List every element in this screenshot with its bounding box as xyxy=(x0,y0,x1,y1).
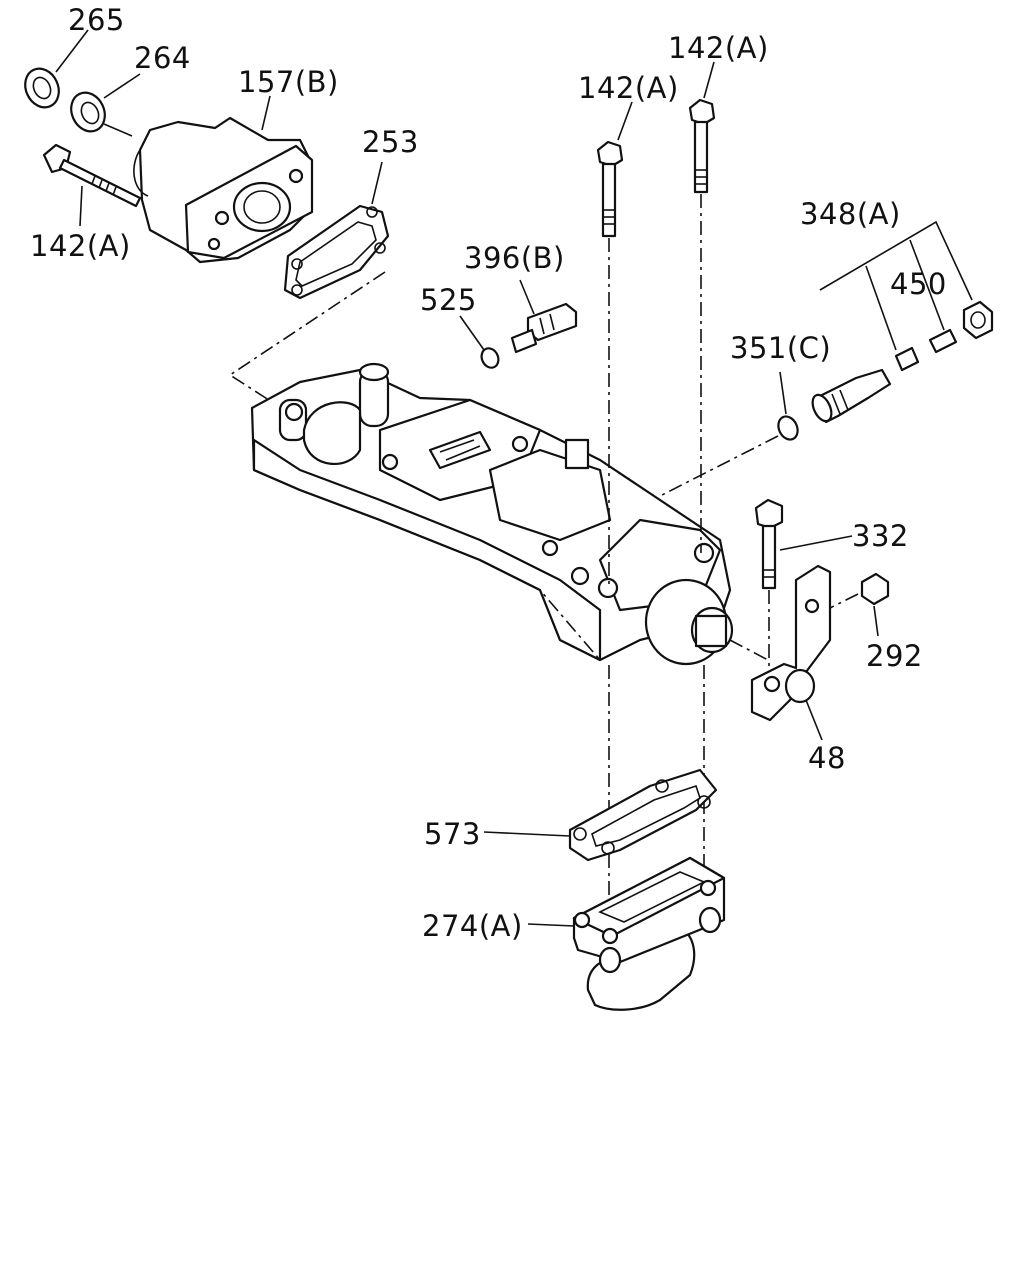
callout-292: 292 xyxy=(866,639,923,673)
callout-396b: 396(B) xyxy=(464,241,565,275)
callout-264: 264 xyxy=(134,41,191,75)
callout-142a-mid: 142(A) xyxy=(578,71,679,105)
seal-264 xyxy=(70,91,106,133)
bolt-332 xyxy=(754,498,784,590)
gasket-253 xyxy=(283,204,390,300)
spring-450 xyxy=(894,346,920,372)
callout-142a-top: 142(A) xyxy=(668,31,769,65)
bolt-142a-top xyxy=(688,98,716,194)
valve-body xyxy=(250,362,734,666)
nut-348a xyxy=(962,300,994,340)
callout-351c: 351(C) xyxy=(730,331,831,365)
callout-525: 525 xyxy=(420,283,477,317)
bolt-142a-left xyxy=(42,143,142,208)
callout-274a: 274(A) xyxy=(422,909,523,943)
sensor-396b xyxy=(510,302,578,354)
actuator-157b xyxy=(133,116,314,264)
fitting-348a xyxy=(811,368,892,424)
callout-157b: 157(B) xyxy=(238,65,339,99)
callout-48: 48 xyxy=(808,741,846,775)
callout-348a: 348(A) xyxy=(800,197,901,231)
callout-573: 573 xyxy=(424,817,481,851)
seal-265 xyxy=(24,67,60,109)
callout-332: 332 xyxy=(852,519,909,553)
pin-450 xyxy=(928,328,958,354)
callout-142a-left: 142(A) xyxy=(30,229,131,263)
cover-274a xyxy=(572,856,726,1011)
callout-253: 253 xyxy=(362,125,419,159)
callout-450: 450 xyxy=(890,267,947,301)
bracket-48 xyxy=(750,564,832,722)
bolt-142a-mid xyxy=(596,140,624,238)
callout-265: 265 xyxy=(68,3,125,37)
gasket-573 xyxy=(568,768,718,862)
washer-351c xyxy=(777,415,799,441)
o-ring-525 xyxy=(480,347,500,369)
nut-292 xyxy=(860,572,890,606)
